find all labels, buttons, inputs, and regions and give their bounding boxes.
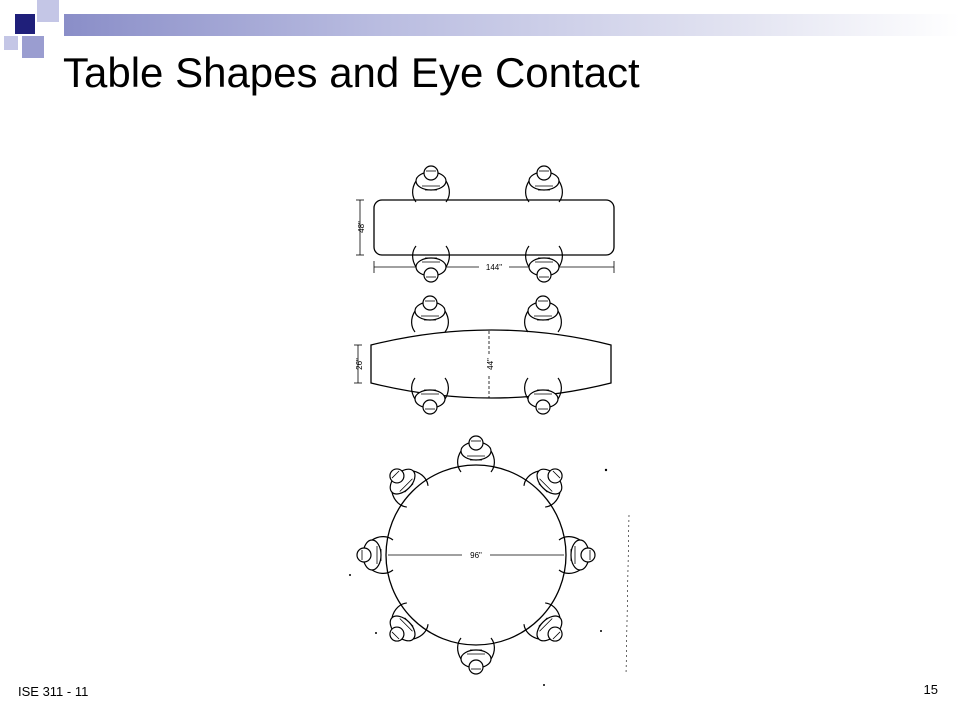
round-table: 96" <box>349 435 630 686</box>
person-icon <box>356 536 394 574</box>
person-icon <box>524 377 562 415</box>
person-icon <box>411 295 449 333</box>
person-icon <box>411 377 449 415</box>
boat-end-label: 26" <box>355 358 364 370</box>
person-icon <box>525 245 563 283</box>
title-gradient-bar <box>64 14 960 36</box>
person-icon <box>524 295 562 333</box>
slide-title: Table Shapes and Eye Contact <box>63 49 640 96</box>
person-icon <box>412 245 450 283</box>
person-icon <box>520 599 574 653</box>
rectangular-table: 48" 144" <box>356 165 615 283</box>
person-icon <box>525 165 563 203</box>
person-icon <box>520 457 574 511</box>
title-decoration-squares <box>4 0 59 58</box>
person-icon <box>378 457 432 511</box>
table-shapes-figure: 48" 144" 44" 26" <box>336 155 636 690</box>
person-icon <box>378 599 432 653</box>
rect-depth-label: 48" <box>357 221 366 233</box>
footer-course-label: ISE 311 - 11 <box>18 684 89 699</box>
person-icon <box>457 435 495 473</box>
person-icon <box>558 536 596 574</box>
round-diameter-label: 96" <box>470 551 482 560</box>
person-icon <box>412 165 450 203</box>
page-number: 15 <box>923 682 938 697</box>
boat-middle-label: 44" <box>486 358 495 370</box>
person-icon <box>457 637 495 675</box>
boat-shaped-table: 44" 26" <box>354 295 612 415</box>
rect-width-label: 144" <box>486 263 502 272</box>
